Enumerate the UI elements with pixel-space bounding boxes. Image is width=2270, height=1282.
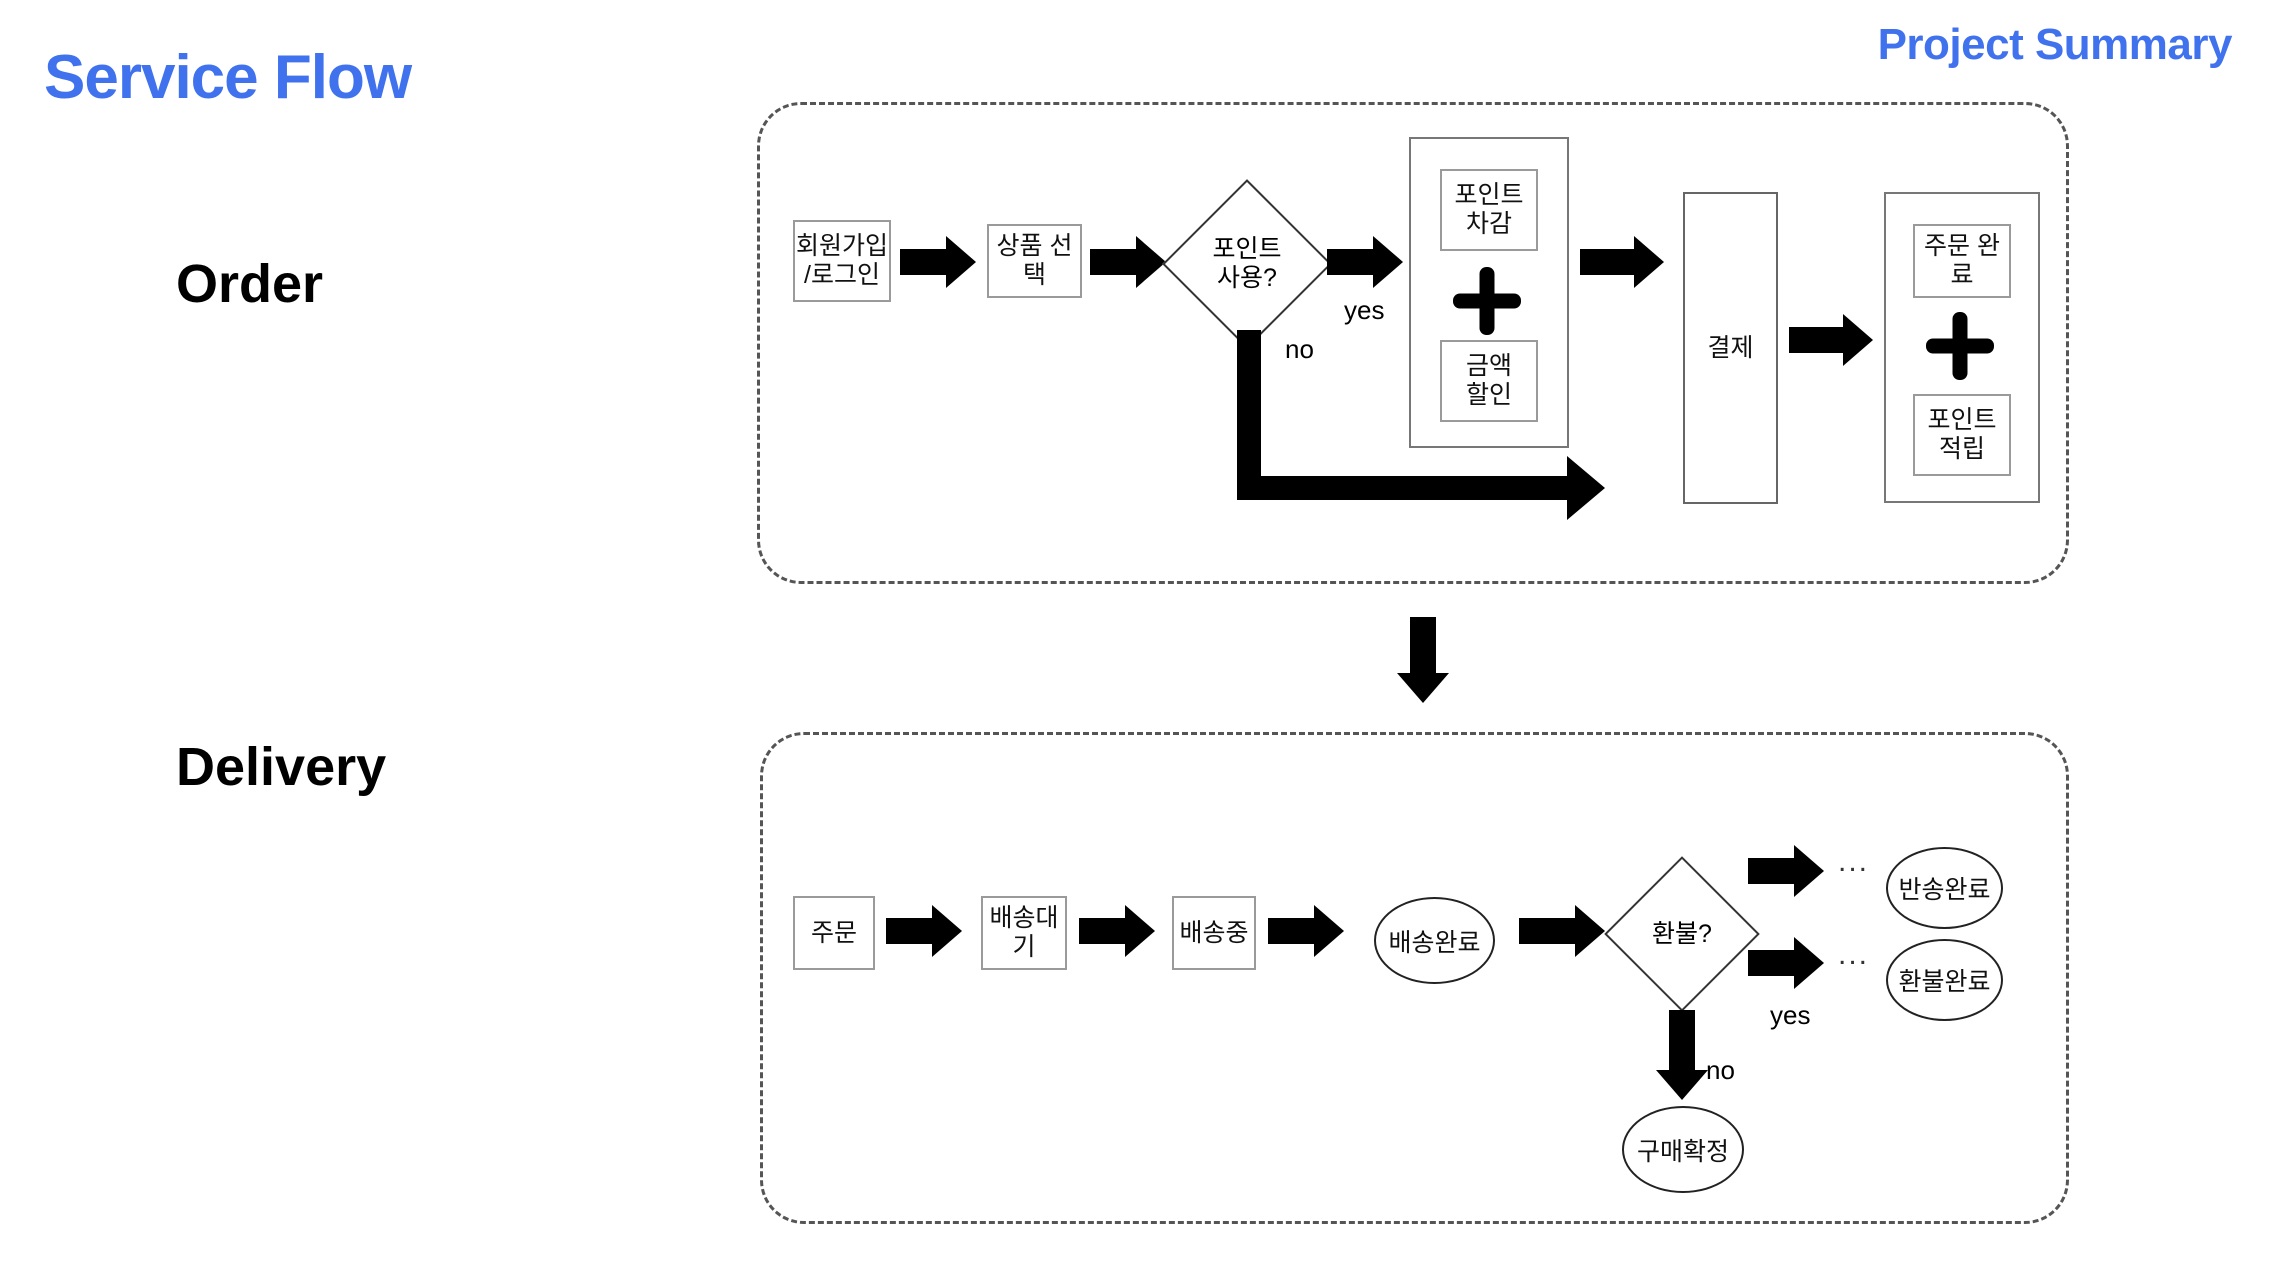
arrow-delivered-to-refund-decision	[1519, 905, 1605, 957]
plus-operator-order-complete	[1926, 312, 1994, 380]
node-refund-complete[interactable]: 환불완료	[1886, 939, 2003, 1021]
node-waiting-shipment[interactable]: 배송대기	[981, 896, 1067, 970]
arrow-discount-to-payment	[1580, 236, 1664, 288]
branch-label-no-delivery: no	[1706, 1055, 1735, 1085]
node-select-product[interactable]: 상품 선택	[987, 224, 1082, 298]
arrow-decision-no-elbow	[1237, 330, 1647, 520]
page-title: Service Flow	[44, 43, 412, 112]
node-signup-login[interactable]: 회원가입 /로그인	[793, 220, 891, 302]
group-point-and-discount	[1409, 137, 1569, 448]
plus-operator-order-discount	[1453, 267, 1521, 335]
deck-label: Project Summary	[1877, 20, 2233, 69]
arrow-payment-to-complete	[1789, 314, 1873, 366]
node-order-complete[interactable]: 주문 완료	[1913, 224, 2011, 298]
stage-label-order: Order	[176, 254, 324, 314]
node-purchase-confirm[interactable]: 구매확정	[1622, 1106, 1744, 1193]
arrow-select-to-decision	[1090, 236, 1166, 288]
node-use-point-decision-label: 포인트 사용?	[1212, 235, 1282, 292]
branch-label-yes-order: yes	[1344, 295, 1385, 325]
arrow-refund-no-to-purchase-confirm	[1652, 1010, 1712, 1100]
node-order[interactable]: 주문	[793, 896, 875, 970]
node-payment[interactable]: 결제	[1683, 192, 1778, 504]
branch-label-no-order: no	[1285, 334, 1314, 364]
group-order-complete	[1884, 192, 2040, 503]
node-refund-decision-label: 환불?	[1652, 919, 1712, 948]
arrow-order-to-waiting	[886, 905, 962, 957]
arrow-refund-to-refund-complete	[1748, 937, 1824, 989]
branch-label-yes-delivery: yes	[1770, 1000, 1811, 1030]
node-amount-discount[interactable]: 금액 할인	[1440, 340, 1538, 422]
node-point-accrual[interactable]: 포인트 적립	[1913, 394, 2011, 476]
arrow-decision-yes	[1327, 236, 1403, 288]
node-point-deduct[interactable]: 포인트 차감	[1440, 169, 1538, 251]
node-use-point-decision[interactable]: 포인트 사용?	[1162, 179, 1332, 349]
arrow-waiting-to-shipping	[1079, 905, 1155, 957]
delivery-flow-panel	[760, 732, 2069, 1224]
stage-label-delivery: Delivery	[176, 737, 387, 797]
ellipsis-refund: ...	[1838, 938, 1870, 971]
node-return-complete[interactable]: 반송완료	[1886, 847, 2003, 929]
arrow-refund-to-return-complete	[1748, 845, 1824, 897]
node-delivered[interactable]: 배송완료	[1374, 897, 1495, 984]
arrow-signup-to-select	[900, 236, 976, 288]
node-refund-decision[interactable]: 환불?	[1604, 856, 1760, 1012]
arrow-order-to-delivery	[1393, 617, 1453, 703]
arrow-shipping-to-delivered	[1268, 905, 1344, 957]
ellipsis-return: ...	[1838, 845, 1870, 878]
order-flow-panel	[757, 102, 2069, 584]
node-shipping[interactable]: 배송중	[1172, 896, 1256, 970]
